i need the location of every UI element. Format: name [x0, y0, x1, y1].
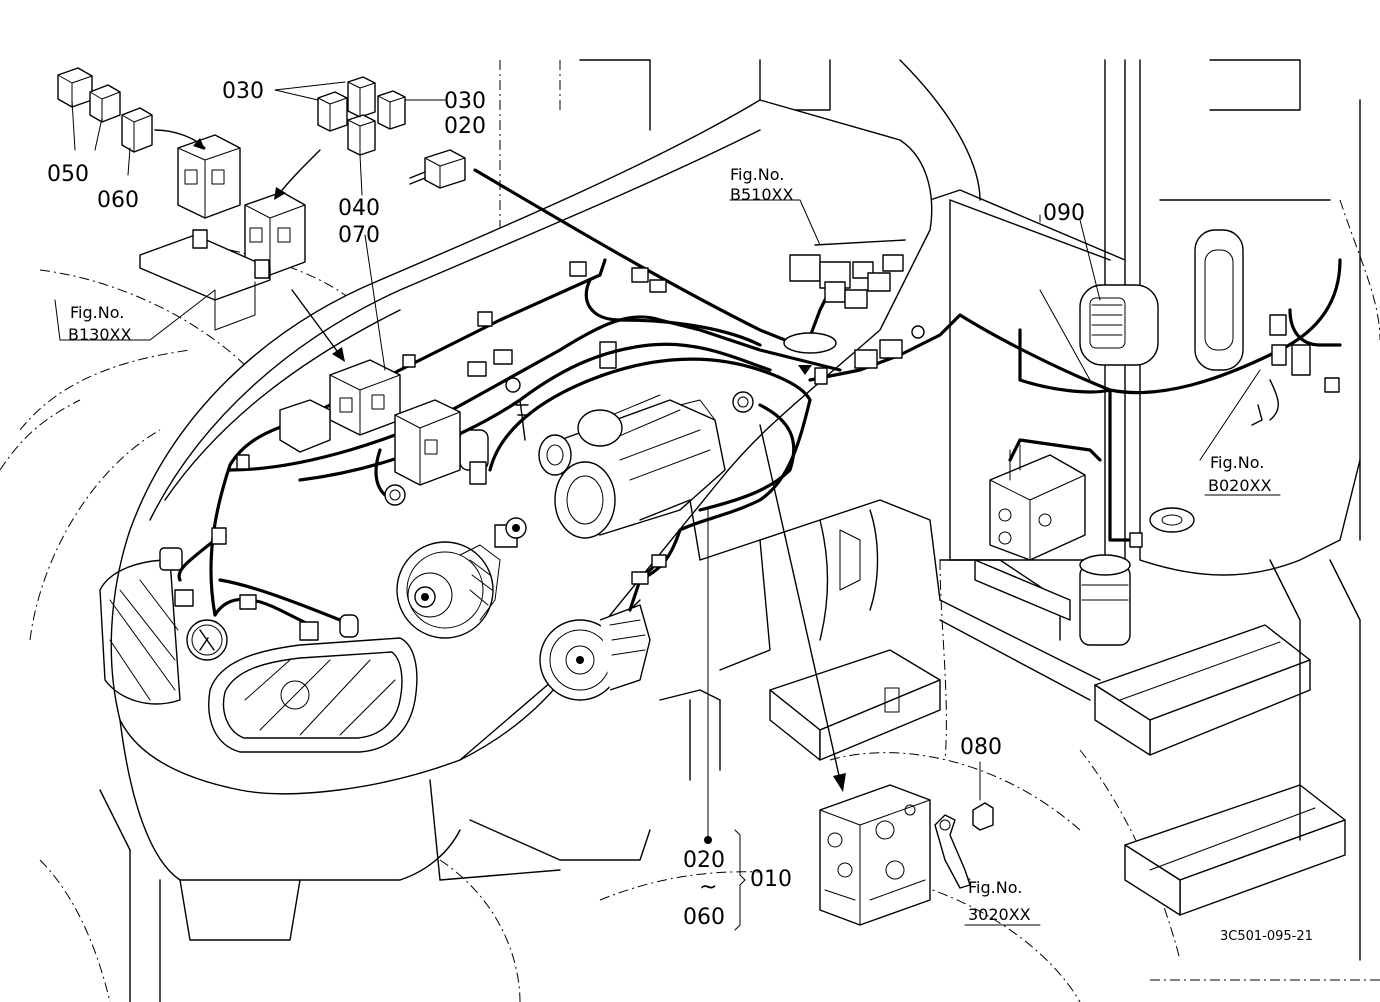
label-040: 040 — [338, 196, 380, 221]
engine-sensors — [459, 341, 754, 539]
drawing-code: 3C501-095-21 — [1220, 929, 1313, 944]
filler-cap — [1079, 507, 1195, 646]
label-090: 090 — [1043, 201, 1085, 226]
ref-b020-code: B020XX — [1208, 476, 1271, 495]
label-050: 050 — [47, 162, 89, 187]
relay-box-left — [177, 134, 241, 219]
alternator — [396, 524, 518, 639]
side-lamp — [1079, 284, 1159, 366]
fuse-060 — [121, 107, 153, 153]
fuse-050-b — [89, 84, 121, 123]
relay-cluster-b510 — [789, 239, 906, 309]
label-020-top: 020 — [444, 114, 486, 139]
ref-3020-fig: Fig.No. — [968, 878, 1022, 897]
ac-compressor — [539, 604, 651, 701]
relay-020 — [409, 149, 466, 189]
ref-b130-fig: Fig.No. — [70, 303, 124, 322]
ref-b020-fig: Fig.No. — [1210, 453, 1264, 472]
ref-b510-code: B510XX — [730, 185, 793, 204]
starter-motor — [538, 394, 726, 539]
harness-connectors — [159, 261, 1340, 641]
wiring-harness — [177, 168, 1342, 627]
label-tilde: ~ — [699, 875, 717, 900]
label-070: 070 — [338, 223, 380, 248]
fuse-box-assembly — [279, 359, 461, 486]
label-080: 080 — [960, 735, 1002, 760]
label-060-bottom: 060 — [683, 905, 725, 930]
bracket-b130 — [139, 229, 271, 331]
fuses-030-040 — [317, 76, 406, 156]
label-030-right: 030 — [444, 89, 486, 114]
ref-b510-fig: Fig.No. — [730, 165, 784, 184]
label-030-left: 030 — [222, 79, 264, 104]
ref-b130-code: B130XX — [68, 325, 131, 344]
label-060-top: 060 — [97, 188, 139, 213]
fuse-050-a — [57, 67, 93, 108]
cylinder-head-detail — [819, 784, 994, 926]
label-010: 010 — [750, 867, 792, 892]
hydraulic-valve — [974, 444, 1086, 621]
figure-references: Fig.No. B130XX Fig.No. B510XX Fig.No. B0… — [68, 165, 1271, 924]
ref-3020-code: 3020XX — [968, 905, 1031, 924]
engine-block — [639, 499, 1101, 781]
part-labels: 030 030 020 050 060 040 070 090 080 020 … — [47, 79, 1085, 930]
door-handle — [1194, 229, 1244, 371]
relay-box-right — [244, 191, 306, 276]
background-dashed-outlines — [0, 60, 1380, 1002]
front-hood — [99, 99, 933, 1002]
label-020-bottom: 020 — [683, 848, 725, 873]
access-steps — [1094, 559, 1361, 961]
